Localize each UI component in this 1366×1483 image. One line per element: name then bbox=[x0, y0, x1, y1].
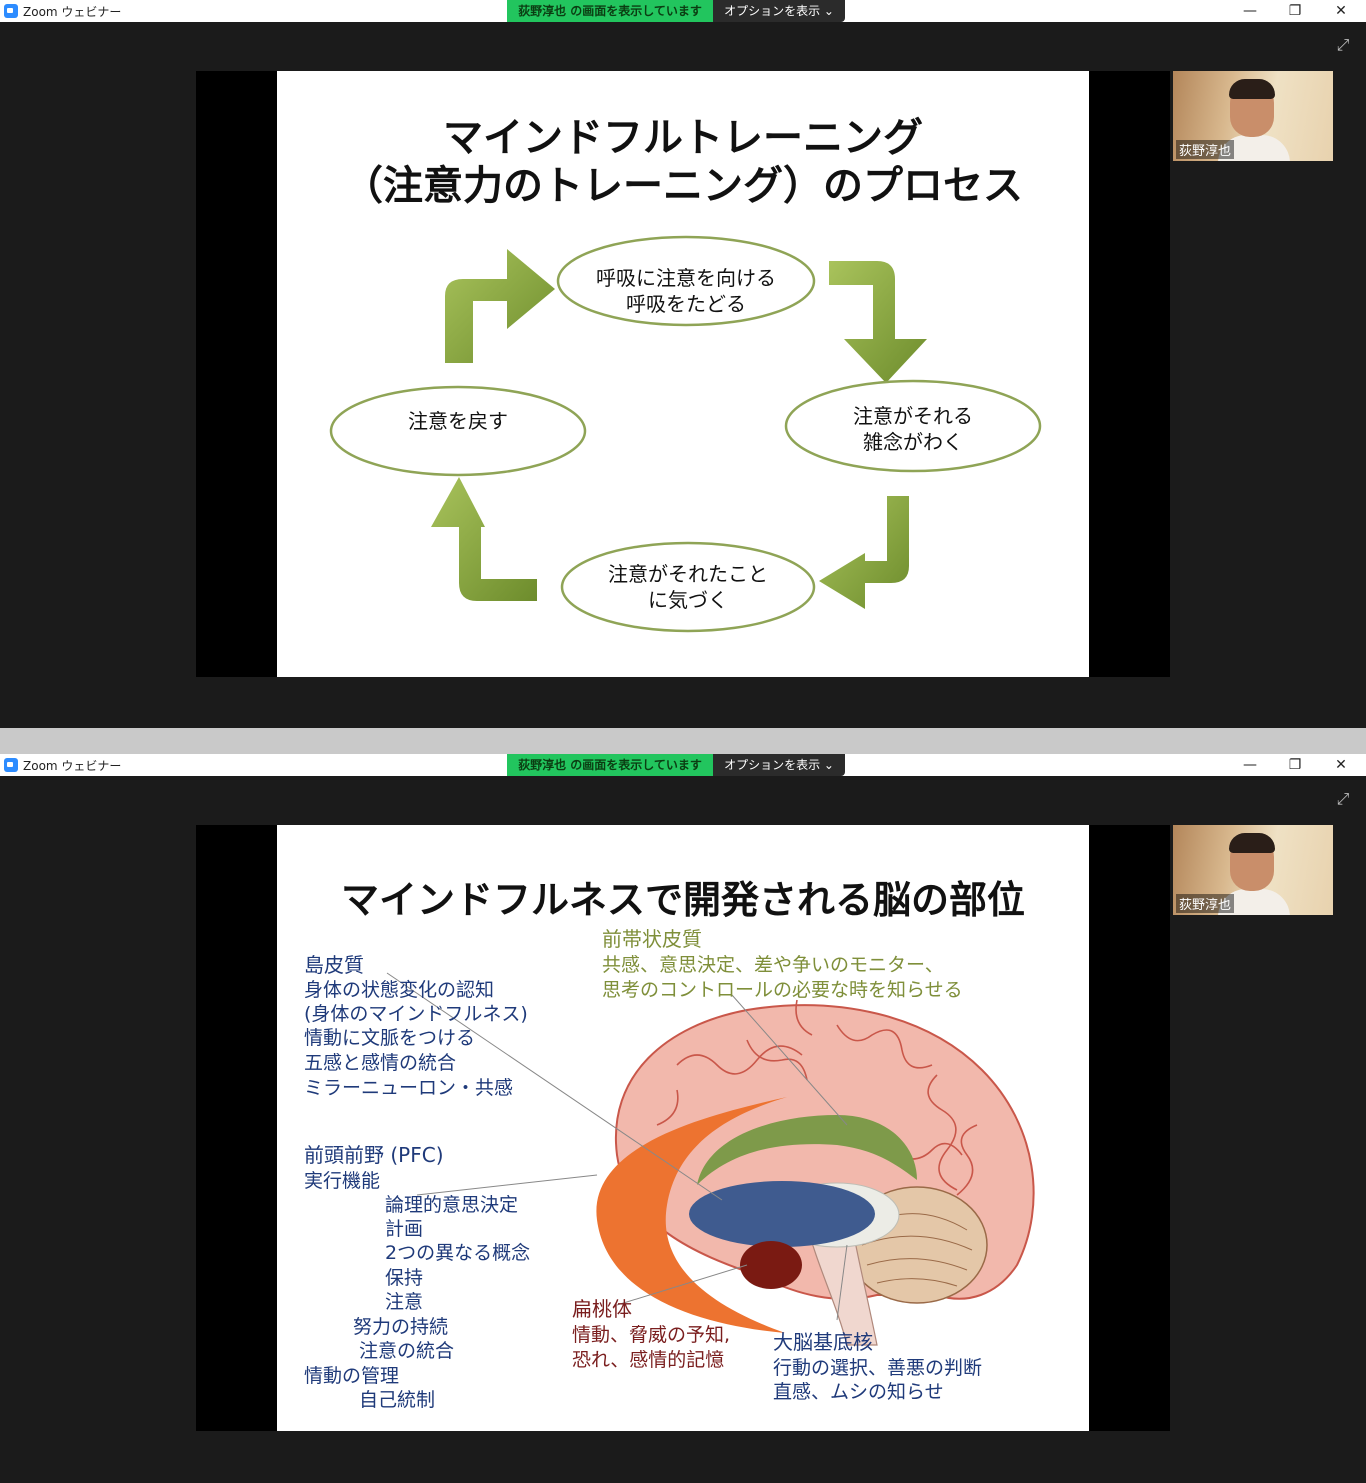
leader-lines bbox=[386, 972, 848, 1321]
slide-title: マインドフルネスで開発される脳の部位 bbox=[340, 878, 1025, 922]
label-line: 注意がそれる bbox=[853, 404, 973, 428]
insula bbox=[689, 1181, 875, 1247]
label-line: に気づく bbox=[648, 588, 728, 612]
pfc-line: 情動の管理 bbox=[304, 1365, 400, 1387]
restore-button[interactable]: ❐ bbox=[1288, 757, 1302, 773]
insula-line: ミラーニューロン・共感 bbox=[304, 1077, 514, 1099]
acc-line: 思考のコントロールの必要な時を知らせる bbox=[602, 979, 963, 1001]
video-person-hair bbox=[1229, 833, 1275, 853]
participant-video[interactable]: 荻野淳也 bbox=[1173, 825, 1333, 915]
close-button[interactable]: ✕ bbox=[1335, 757, 1347, 773]
arrow-to-mind-wandering bbox=[829, 261, 927, 383]
slide-title-line1: マインドフルトレーニング bbox=[443, 115, 923, 161]
arrow-return-to-breath bbox=[445, 249, 555, 363]
insula-line: (身体のマインドフルネス) bbox=[304, 1003, 528, 1025]
acc-heading: 前帯状皮質 bbox=[602, 927, 702, 951]
video-person-shirt bbox=[1218, 135, 1290, 161]
amygdala-heading: 扁桃体 bbox=[572, 1297, 632, 1321]
screen-share-banner: 荻野淳也 の画面を表示しています bbox=[507, 754, 713, 776]
participant-video[interactable]: 荻野淳也 bbox=[1173, 71, 1333, 161]
view-options-button[interactable]: オプションを表示 ⌄ bbox=[713, 754, 845, 776]
label-line: 注意を戻す bbox=[408, 409, 508, 433]
pfc-line: 自己統制 bbox=[359, 1389, 436, 1411]
zoom-app-icon bbox=[4, 758, 18, 772]
pfc-line: 実行機能 bbox=[304, 1170, 381, 1192]
insula-line: 情動に文脈をつける bbox=[304, 1027, 476, 1049]
slide-title-line2: （注意力のトレーニング）のプロセス bbox=[343, 163, 1023, 209]
app-title: Zoom ウェビナー bbox=[23, 759, 122, 773]
insula-line: 身体の状態変化の認知 bbox=[304, 979, 495, 1001]
pfc-line: 保持 bbox=[385, 1267, 424, 1289]
anterior-cingulate-cortex bbox=[697, 1115, 917, 1185]
pfc-line: 2つの異なる概念 bbox=[385, 1242, 531, 1264]
app-title: Zoom ウェビナー bbox=[23, 5, 122, 19]
shared-screen: マインドフルネスで開発される脳の部位 bbox=[196, 825, 1170, 1431]
minimize-button[interactable]: — bbox=[1243, 3, 1257, 19]
amygdala-line: 情動、脅威の予知, bbox=[572, 1324, 731, 1346]
oval-return-attention-label: 注意を戻す bbox=[331, 408, 585, 434]
oval-mind-wandering bbox=[784, 379, 1042, 473]
basal-ganglia-line: 直感、ムシの知らせ bbox=[773, 1381, 944, 1403]
acc-line: 共感、意思決定、差や争いのモニター、 bbox=[602, 954, 944, 976]
pfc-line: 論理的意思決定 bbox=[385, 1194, 519, 1216]
oval-noticing bbox=[560, 541, 816, 633]
insula-heading: 島皮質 bbox=[304, 953, 364, 977]
oval-breath-label: 呼吸に注意を向ける 呼吸をたどる bbox=[558, 265, 814, 317]
pfc-line: 注意 bbox=[385, 1291, 424, 1313]
label-line: 呼吸に注意を向ける bbox=[596, 266, 776, 290]
oval-breath bbox=[556, 235, 816, 327]
amygdala-line: 恐れ、感情的記憶 bbox=[572, 1349, 725, 1371]
restore-button[interactable]: ❐ bbox=[1288, 3, 1302, 19]
minimize-button[interactable]: — bbox=[1243, 757, 1257, 773]
basal-ganglia-heading: 大脳基底核 bbox=[773, 1330, 873, 1354]
screen-share-banner: 荻野淳也 の画面を表示しています bbox=[507, 0, 713, 22]
brain-illustration bbox=[386, 972, 1035, 1346]
close-button[interactable]: ✕ bbox=[1335, 3, 1347, 19]
slide-attention-training: マインドフルトレーニング （注意力のトレーニング）のプロセス bbox=[277, 71, 1089, 677]
arrow-to-noticing bbox=[819, 496, 909, 609]
fullscreen-expand-icon[interactable]: ⤢ bbox=[1336, 35, 1350, 54]
oval-noticing-label: 注意がそれたこと に気づく bbox=[562, 561, 814, 613]
pfc-line: 努力の持続 bbox=[353, 1316, 449, 1338]
zoom-window: Zoom ウェビナー 荻野淳也 の画面を表示しています オプションを表示 ⌄ —… bbox=[0, 0, 1366, 728]
fullscreen-expand-icon[interactable]: ⤢ bbox=[1336, 789, 1350, 808]
pfc-heading: 前頭前野 (PFC) bbox=[304, 1143, 444, 1167]
title-bar: Zoom ウェビナー 荻野淳也 の画面を表示しています オプションを表示 ⌄ —… bbox=[0, 0, 1366, 22]
zoom-window: Zoom ウェビナー 荻野淳也 の画面を表示しています オプションを表示 ⌄ —… bbox=[0, 754, 1366, 1483]
arrow-to-return-attention bbox=[431, 477, 537, 601]
view-options-button[interactable]: オプションを表示 ⌄ bbox=[713, 0, 845, 22]
title-bar: Zoom ウェビナー 荻野淳也 の画面を表示しています オプションを表示 ⌄ —… bbox=[0, 754, 1366, 776]
participant-name: 荻野淳也 bbox=[1176, 894, 1235, 913]
oval-return-attention bbox=[329, 385, 587, 477]
participant-name: 荻野淳也 bbox=[1176, 140, 1235, 159]
video-person-hair bbox=[1229, 79, 1275, 99]
basal-ganglia-line: 行動の選択、善悪の判断 bbox=[773, 1357, 983, 1379]
zoom-app-icon bbox=[4, 4, 18, 18]
video-person-shirt bbox=[1218, 889, 1290, 915]
label-line: 注意がそれたこと bbox=[608, 562, 768, 586]
amygdala bbox=[740, 1241, 802, 1289]
oval-mind-wandering-label: 注意がそれる 雑念がわく bbox=[786, 403, 1040, 455]
window-gap bbox=[0, 728, 1366, 754]
pfc-line: 注意の統合 bbox=[359, 1340, 455, 1362]
pfc-line: 計画 bbox=[385, 1218, 424, 1240]
insula-line: 五感と感情の統合 bbox=[304, 1052, 457, 1074]
shared-screen: マインドフルトレーニング （注意力のトレーニング）のプロセス bbox=[196, 71, 1170, 677]
cycle-diagram bbox=[329, 235, 1042, 633]
slide-brain-regions: マインドフルネスで開発される脳の部位 bbox=[277, 825, 1089, 1431]
label-line: 呼吸をたどる bbox=[626, 292, 746, 316]
label-line: 雑念がわく bbox=[863, 430, 963, 454]
cortex-folds bbox=[656, 999, 978, 1196]
prefrontal-cortex bbox=[596, 1097, 787, 1333]
